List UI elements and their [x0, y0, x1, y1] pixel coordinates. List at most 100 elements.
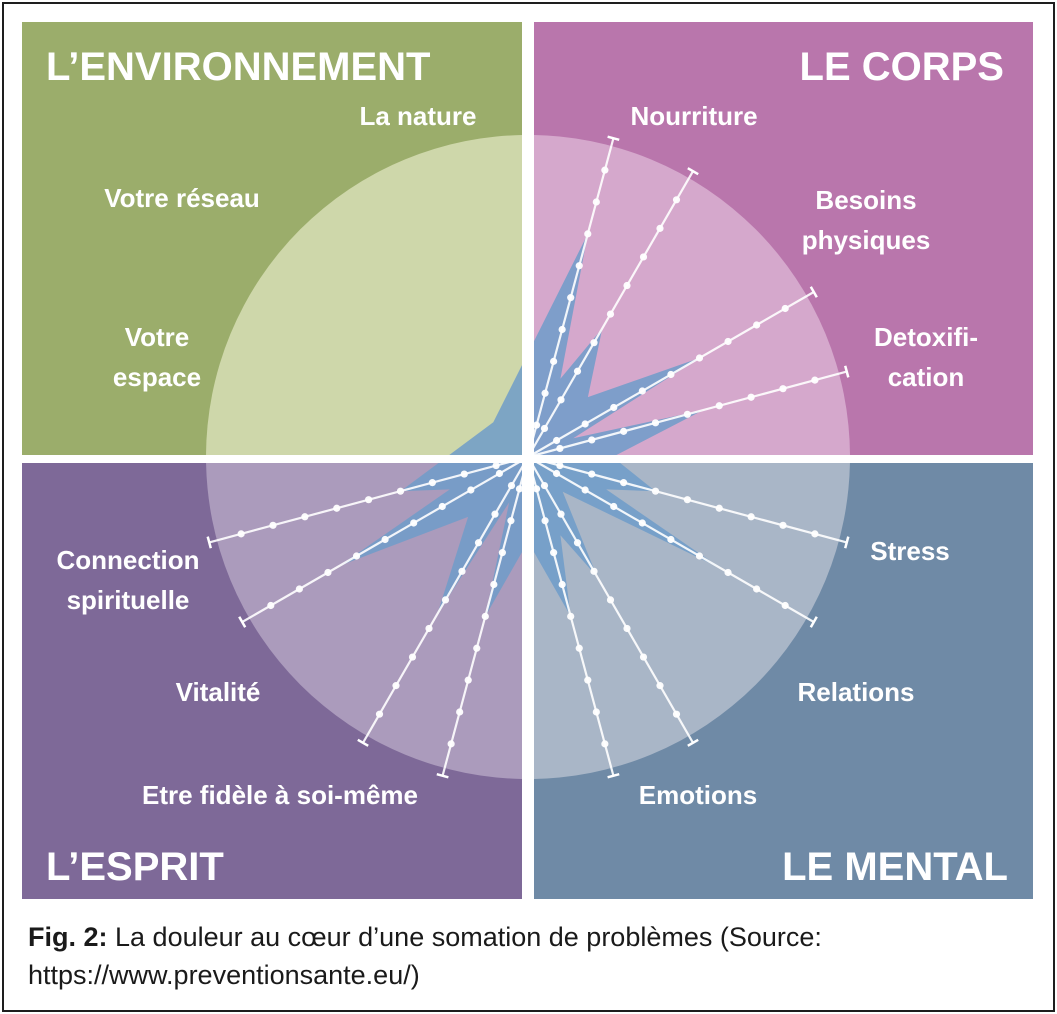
axis-end-tick	[843, 365, 850, 378]
axis-dot	[458, 567, 466, 575]
axis-dot	[584, 676, 592, 684]
axis-dot	[438, 502, 446, 511]
quadrant-esprit-title: L’ESPRIT	[46, 845, 224, 889]
axis-dot	[781, 601, 789, 610]
axis-dot	[695, 552, 704, 560]
axis-dot	[473, 644, 481, 652]
axis-dot	[753, 321, 761, 329]
quadrant-environnement-sector	[206, 135, 522, 455]
axis-dot	[410, 519, 418, 527]
axis-dot	[552, 469, 561, 478]
quadrant-corps-sector	[534, 135, 850, 455]
axis-end-tick	[607, 772, 620, 779]
vertical-divider	[522, 4, 534, 904]
axis-dot	[811, 530, 819, 538]
axis-end-tick	[809, 286, 818, 298]
axis-dot	[590, 567, 598, 575]
axis-dot	[610, 403, 618, 412]
axis-label: Nourriture	[630, 101, 757, 131]
quadrant-mental-title: LE MENTAL	[782, 845, 1008, 889]
axis-dot	[683, 496, 691, 504]
axis-dot	[556, 444, 564, 453]
axis-dot	[532, 421, 541, 429]
axis-dot	[552, 436, 561, 445]
axis-dot	[575, 262, 583, 270]
axis-dot	[581, 420, 589, 428]
figure-caption: Fig. 2: La douleur au cœur d’une somatio…	[28, 918, 1038, 994]
axis-label: Detoxifi-cation	[874, 322, 978, 392]
axis-dot	[639, 253, 648, 261]
axis-dot	[779, 385, 787, 393]
axis-label-line: cation	[888, 362, 965, 392]
axis-dot	[567, 612, 575, 620]
axis-end-tick	[607, 135, 620, 142]
axis-dot	[474, 539, 483, 547]
axis-dot	[392, 682, 400, 690]
axis-dot	[507, 481, 516, 490]
axis-dot	[753, 585, 761, 593]
axis-dot	[639, 653, 648, 661]
axis-dot	[601, 166, 609, 174]
axis-label-line: Detoxifi-	[874, 322, 978, 352]
axis-dot	[667, 370, 675, 379]
axis-dot	[456, 708, 464, 716]
quadrant-corps-title: LE CORPS	[800, 45, 1004, 89]
axis-dot	[672, 710, 681, 718]
axis-dot	[460, 470, 468, 478]
axis-dot	[428, 479, 436, 487]
axis-dot	[550, 357, 558, 365]
axis-dot	[381, 535, 389, 544]
axis-dot	[575, 644, 583, 652]
axis-end-tick	[436, 772, 449, 779]
axis-label-line: Etre fidèle à soi-même	[142, 780, 418, 810]
axis-dot	[656, 224, 664, 232]
axis-dot	[610, 502, 618, 511]
axis-dot	[550, 549, 558, 557]
axis-dot	[269, 521, 277, 529]
axis-dot	[811, 376, 819, 384]
axis-dot	[557, 510, 565, 518]
axis-dot	[620, 479, 628, 487]
axis-dot	[492, 461, 500, 470]
axis-label: Votre réseau	[104, 183, 260, 213]
axis-label-line: Vitalité	[176, 677, 261, 707]
axis-dot	[592, 708, 600, 716]
axis-dot	[558, 580, 566, 589]
axis-end-tick	[809, 616, 818, 628]
axis-dot	[592, 198, 600, 206]
axis-dot	[638, 519, 646, 527]
axis-dot	[557, 396, 565, 404]
axis-dot	[590, 339, 598, 347]
axis-dot	[651, 487, 660, 495]
axis-dot	[724, 337, 732, 346]
axis-dot	[556, 461, 564, 470]
axis-dot	[715, 402, 723, 410]
axis-end-tick	[238, 616, 247, 628]
axis-dot	[467, 486, 475, 494]
axis-end-tick	[687, 738, 699, 747]
axis-dot	[672, 196, 681, 204]
axis-dot	[498, 549, 506, 557]
axis-dot	[623, 281, 631, 290]
axis-dot	[747, 393, 755, 401]
axis-dot	[601, 740, 609, 748]
axis-dot	[779, 521, 787, 529]
axis-dot	[651, 419, 660, 427]
axis-dot	[581, 486, 589, 494]
axis-dot	[541, 517, 549, 525]
axis-dot	[396, 487, 405, 495]
axis-dot	[567, 294, 575, 302]
axis-label-line: Votre	[125, 322, 190, 352]
axis-label: Stress	[870, 536, 950, 566]
axis-dot	[683, 410, 691, 418]
axis-label: Emotions	[639, 780, 757, 810]
axis-label: La nature	[359, 101, 476, 131]
axis-dot	[667, 535, 675, 544]
axis-dot	[515, 485, 524, 493]
axis-label: Vitalité	[176, 677, 261, 707]
axis-dot	[481, 612, 489, 620]
